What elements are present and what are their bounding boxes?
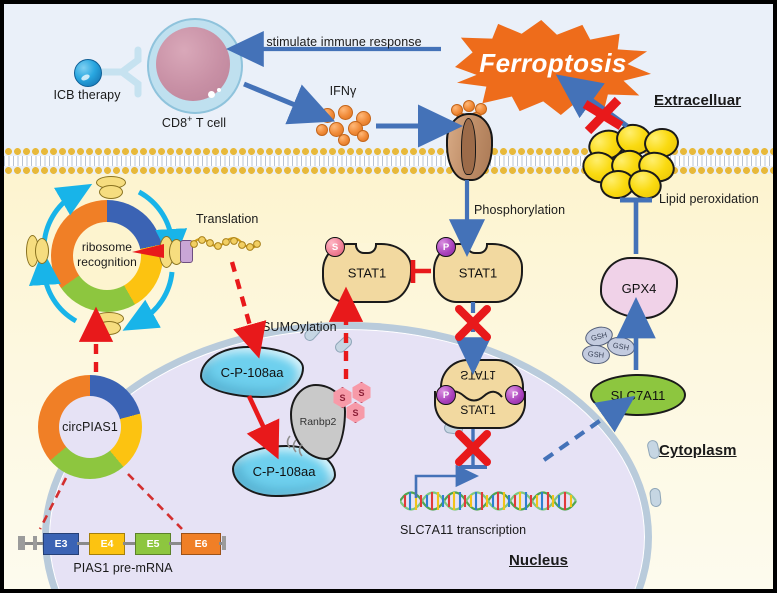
tcell-vesicle <box>208 91 215 98</box>
membrane-inner-leaflet <box>4 166 773 175</box>
cytoplasm-label: Cytoplasm <box>659 442 737 459</box>
stat1-dimer-upper-label: STAT1 <box>460 368 496 382</box>
ribosome-icon <box>96 176 126 199</box>
pathway-diagram: ICB therapy CD8+ T cell IFNγ Ferroptosis… <box>4 4 773 589</box>
icb-therapy-molecule <box>74 59 102 87</box>
stat1-label: STAT1 <box>458 265 498 281</box>
sumoylation-label: SUMOylation <box>262 320 337 334</box>
stat1-label: STAT1 <box>347 265 387 281</box>
exon-e6: E6 <box>181 533 221 555</box>
intron <box>37 542 43 545</box>
slc7a11-transcription-label: SLC7A11 transcription <box>400 523 527 537</box>
ribosome-icon <box>94 312 124 335</box>
cp-108aa-label: C-P-108aa <box>220 364 284 380</box>
stimulate-immune-response-label: stimulate immune response <box>266 35 422 49</box>
ribosome-recognition-label-line2: recognition <box>77 255 137 269</box>
membrane-tails <box>4 156 773 166</box>
ferroptosis-label: Ferroptosis <box>479 48 627 78</box>
stat1-notch <box>354 243 377 254</box>
cp-108aa-label: C-P-108aa <box>252 463 316 479</box>
sumo-molecule: S <box>346 402 365 423</box>
circpias1-label: circPIAS1 <box>62 420 118 434</box>
ifng-receptor-pore <box>461 118 476 175</box>
dna-double-helix <box>400 491 577 511</box>
ifng-bound-particle <box>463 100 475 112</box>
membrane-outer-leaflet <box>4 147 773 156</box>
ifng-particle <box>320 108 335 123</box>
exon-e4: E4 <box>89 533 125 555</box>
lipid-peroxidation-label: Lipid peroxidation <box>659 192 759 206</box>
nuclear-pore <box>649 487 662 508</box>
ribosome-recognition-label-line1: ribosome <box>81 240 133 254</box>
circ-ring-hole <box>73 222 141 290</box>
gpx4-protein: GPX4 <box>600 257 678 319</box>
icb-therapy-label: ICB therapy <box>53 88 121 102</box>
sumo-tag-icon: S <box>325 237 345 257</box>
intron <box>169 542 181 545</box>
ranbp2-label: Ranbp2 <box>299 416 337 428</box>
phospho-tag-icon: P <box>436 385 456 405</box>
ifng-particle <box>338 134 350 146</box>
extracellular-region <box>4 4 773 147</box>
phospho-tag-icon: P <box>436 237 456 257</box>
cp-108aa-protein: C-P-108aa <box>200 346 304 398</box>
cd8-t-cell-label: CD8+ T cell <box>161 114 227 131</box>
premrna-end-bar <box>222 536 226 550</box>
pias1-pre-mrna-track: E3 E4 E5 E6 <box>18 533 228 555</box>
translation-label: Translation <box>196 212 259 226</box>
ifng-label: IFNγ <box>329 84 357 98</box>
intron <box>77 542 89 545</box>
slc7a11-label: SLC7A11 <box>610 387 666 403</box>
exon-e5: E5 <box>135 533 171 555</box>
ifng-particle <box>316 124 328 136</box>
phospho-tag-icon: P <box>505 385 525 405</box>
circpias1-ring-hole <box>59 396 121 458</box>
ifng-particle <box>357 130 369 142</box>
slc7a11-transporter: SLC7A11 <box>590 374 686 416</box>
sumo-molecule: S <box>333 387 352 408</box>
phosphorylation-label: Phosphorylation <box>474 203 566 217</box>
extracellular-label: Extracelluar <box>654 92 742 109</box>
pias1-premrna-label: PIAS1 pre-mRNA <box>73 561 173 575</box>
nucleus-label: Nucleus <box>509 552 569 569</box>
premrna-end-bar <box>33 536 37 550</box>
ifng-particle <box>338 105 353 120</box>
stat1-dimer-lower-label: STAT1 <box>460 403 496 417</box>
plasma-membrane <box>4 147 773 175</box>
exon-e3: E3 <box>43 533 79 555</box>
ribosome-icon <box>26 235 49 267</box>
intron <box>123 542 135 545</box>
stat1-notch <box>465 243 488 254</box>
tcell-vesicle <box>217 88 221 92</box>
premrna-end-bar <box>18 536 25 550</box>
sumo-molecule: S <box>352 382 371 403</box>
gpx4-label: GPX4 <box>621 280 657 296</box>
ifng-particle <box>329 122 344 137</box>
ribosome-exit-site <box>180 240 193 263</box>
intron <box>25 542 33 545</box>
